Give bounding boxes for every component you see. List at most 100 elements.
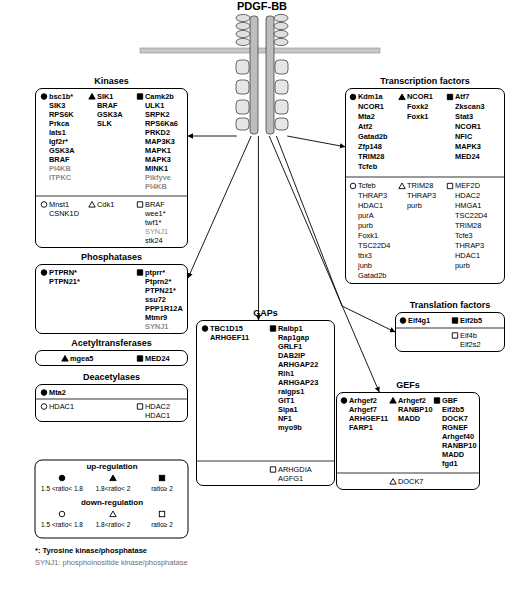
receptor-node: PDGF-BB [226, 0, 298, 136]
regulation-symbol [399, 183, 405, 189]
legend-text: 1.5 <ratio< 1.8 [41, 485, 83, 492]
gene-name: ARHGEF11 [210, 333, 249, 342]
gene-name: PTPRN* [49, 268, 77, 277]
gene-name: Atf7 [455, 92, 469, 102]
gene-name: Gatad2b [358, 271, 386, 281]
gene-name: PTPN21* [49, 277, 80, 286]
regulation-symbol [41, 390, 47, 396]
kinase-domain [275, 100, 288, 114]
gene-name: Tcfeb [358, 181, 376, 191]
legend-symbols [59, 475, 165, 517]
gene-name: GIT1 [278, 396, 294, 405]
kinase-domain [236, 118, 249, 130]
gene-name: Arhgef7 [349, 405, 377, 414]
legend-heading: down-regulation [81, 498, 143, 508]
regulation-symbol [41, 94, 47, 100]
signal-arrow [258, 136, 259, 320]
legend-text: 1.8<ratio< 2 [96, 521, 131, 528]
gene-name: MADD [398, 414, 420, 423]
gene-name: ULK1 [145, 101, 164, 110]
gene-name: twf1* [145, 218, 161, 227]
ligand-label: PDGF-BB [226, 0, 298, 12]
gene-name: HDAC1 [145, 411, 170, 420]
gene-name: GSK3A [97, 110, 122, 119]
ig-domain [236, 14, 250, 21]
signal-arrow [269, 136, 379, 392]
gene-name: ralgps1 [278, 387, 304, 396]
gene-name: PTPN21* [145, 286, 176, 295]
gene-name: junb [358, 261, 372, 271]
gene-name: BRAF [97, 101, 118, 110]
category-title: Kinases [36, 75, 187, 87]
legend-circle [59, 475, 65, 481]
gene-name: THRAP3 [455, 241, 484, 251]
gene-name: GRLF1 [278, 342, 302, 351]
legend-triangle [110, 475, 116, 481]
gene-name: ptprr* [145, 268, 165, 277]
kinase-domain [236, 80, 249, 94]
gene-name: NF1 [278, 414, 292, 423]
category-title: Phosphatases [36, 251, 187, 263]
regulation-symbol [447, 94, 452, 99]
gene-name: Sipa1 [278, 405, 298, 414]
legend-entry: 1.8<ratio< 2 [96, 484, 131, 493]
gene-name: bsc1b* [49, 92, 73, 101]
regulation-symbol [350, 183, 356, 189]
gene-name: ARHGAP23 [278, 378, 318, 387]
gene-name: Eif2b5 [460, 316, 482, 325]
gene-name: purb [455, 261, 470, 271]
category-box: GEFsArhgef2Arhgef7ARHGEF11FARP1Arhgef2RA… [336, 392, 480, 490]
gene-name: Rlh1 [278, 369, 294, 378]
gene-name: Mtmr9 [145, 313, 167, 322]
legend-circle [59, 511, 65, 517]
legend-entry: 1.5 <ratio< 1.8 [41, 520, 83, 529]
regulation-symbol [434, 398, 439, 403]
category-box: PhosphatasesPTPRN*PTPN21*ptprr*Ptprn2*PT… [35, 264, 188, 334]
gene-name: Ralbp1 [278, 324, 303, 333]
category-box: Transcription factorsKdm1aNCOR1Mta2Atf2G… [345, 88, 505, 284]
regulation-symbol [137, 356, 142, 361]
gene-name: HDAC2 [145, 402, 170, 411]
gene-name: Kdm1a [358, 92, 383, 102]
gene-name: ARHGEF11 [349, 414, 388, 423]
gene-name: TRIM28 [358, 152, 384, 162]
ig-domain [274, 38, 288, 45]
gene-name: Ptprn2* [145, 277, 171, 286]
gene-name: Zfp148 [358, 142, 382, 152]
category-title: Transcription factors [346, 75, 504, 87]
legend-text: 1.5 <ratio< 1.8 [41, 521, 83, 528]
category-box: GAPsTBC1D15ARHGEF11Ralbp1Rap1gapGRLF1DAB… [196, 320, 335, 486]
gene-name: Camk2b [145, 92, 174, 101]
ig-domain [274, 30, 288, 37]
legend-heading: up-regulation [86, 462, 137, 472]
gene-name: SYNJ1 [145, 227, 168, 236]
regulation-symbol [62, 356, 68, 362]
category-title: Deacetylases [36, 371, 187, 383]
receptor-chain [250, 16, 258, 134]
legend-entry: 1.5 <ratio< 1.8 [41, 484, 83, 493]
gene-name: Tcfe3 [455, 231, 473, 241]
gene-name: Stat3 [455, 112, 473, 122]
gene-name: AGFG1 [278, 474, 303, 483]
gene-name: Foxk2 [407, 102, 428, 112]
signal-arrow [188, 136, 251, 278]
legend-text: ratio≥ 2 [151, 485, 173, 492]
receptor-chain [266, 16, 274, 134]
box-decoration [197, 321, 334, 485]
gene-name: HMGA1 [455, 201, 481, 211]
gene-name: HDAC1 [358, 201, 383, 211]
kinase-domain [236, 60, 249, 74]
regulation-symbol [270, 326, 275, 331]
gene-name: RPS6Ka6 [145, 119, 178, 128]
gene-name: RGNEF [442, 423, 468, 432]
ig-domain [236, 22, 250, 29]
gene-name: Arhgef40 [442, 432, 474, 441]
gene-name: Zkscan3 [455, 102, 485, 112]
section-divider [36, 196, 187, 197]
gene-name: MADD [442, 450, 464, 459]
category-box: Translation factorsEif4g1Eif2b5Eif4bEif2… [395, 312, 505, 352]
gene-name: Arhgef2 [349, 396, 377, 405]
gene-name: mgea5 [70, 354, 93, 363]
